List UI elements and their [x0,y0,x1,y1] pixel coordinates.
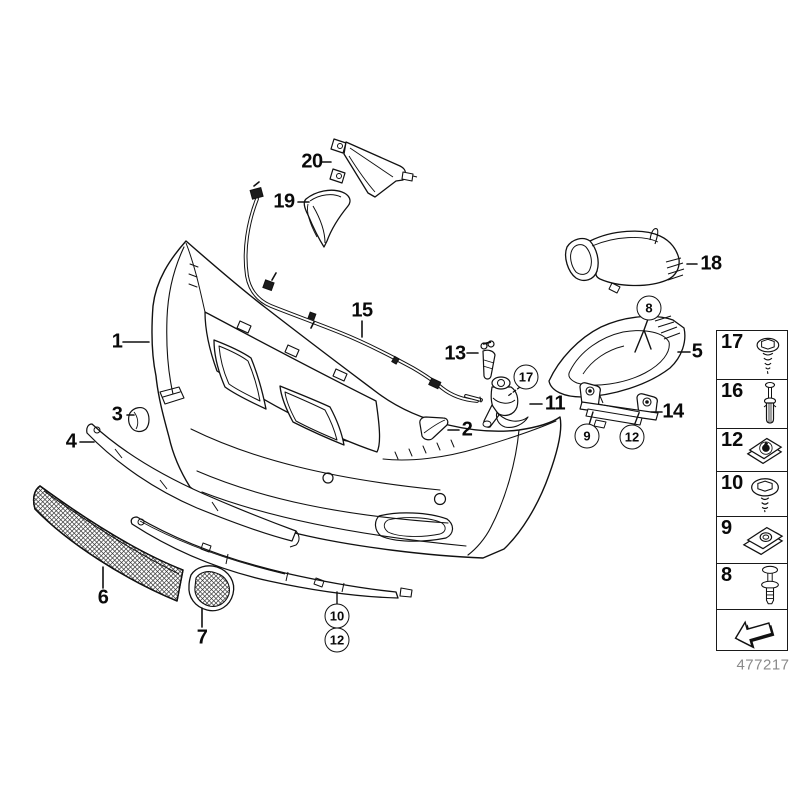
callout-18[interactable]: 18 [700,252,722,275]
small-cover-cap [128,407,150,433]
legend-number: 17 [721,331,744,353]
drawing-number: 477217 [736,656,790,674]
legend-row-12[interactable]: 12 [717,428,787,471]
front-lip-strip [130,516,413,599]
callout-11[interactable]: 11 [544,392,566,415]
callout-4[interactable]: 4 [65,430,77,453]
speed-nut-clip-icon [746,437,783,465]
legend-arrow-cell [717,609,787,650]
callout-circled-9[interactable]: 9 [574,423,600,449]
callout-2[interactable]: 2 [461,418,473,441]
callout-circled-8[interactable]: 8 [636,295,662,321]
mounting-plate [329,138,418,198]
legend-number: 9 [721,517,733,539]
callout-14[interactable]: 14 [662,400,684,423]
legend-number: 10 [721,472,744,494]
expansion-rivet-icon [763,381,777,424]
callout-circled-10[interactable]: 10 [324,603,350,629]
callout-20[interactable]: 20 [301,150,323,173]
grille-carrier-panel [185,242,381,453]
callout-circled-12[interactable]: 12 [324,627,350,653]
fastener-legend: 17 16 12 10 [716,330,788,651]
callout-7[interactable]: 7 [196,626,208,649]
lower-mesh-grille [32,485,184,602]
legend-row-17[interactable]: 17 [717,331,787,379]
callout-3[interactable]: 3 [111,403,123,426]
leader-lines [79,161,698,628]
callout-circled-17[interactable]: 17 [513,364,539,390]
callout-15[interactable]: 15 [351,299,373,322]
callout-1[interactable]: 1 [111,330,123,353]
trim-strip [86,423,300,548]
callout-6[interactable]: 6 [97,586,109,609]
callout-circled-12b[interactable]: 12 [619,424,645,450]
legend-row-8[interactable]: 8 [717,563,787,609]
clip-nut-icon [742,526,784,556]
legend-row-9[interactable]: 9 [717,516,787,563]
legend-row-10[interactable]: 10 [717,471,787,516]
side-mesh-grille [188,565,235,612]
callout-19[interactable]: 19 [273,190,295,213]
legend-row-16[interactable]: 16 [717,379,787,428]
fog-lamp-cover [548,315,686,404]
expanding-rivet-icon [761,565,779,604]
callout-13[interactable]: 13 [444,342,466,365]
brake-air-duct [564,228,685,294]
legend-number: 12 [721,429,744,451]
callout-5[interactable]: 5 [691,340,703,363]
legend-number: 16 [721,380,744,402]
washer-hose [243,181,483,403]
cover-cap [419,416,449,441]
legend-number: 8 [721,564,733,586]
hex-head-screw-icon [756,337,780,374]
hex-screw-washer-icon [751,478,779,513]
direction-arrow-icon [734,620,775,649]
washer-jet [480,340,496,380]
air-funnel [303,189,351,248]
